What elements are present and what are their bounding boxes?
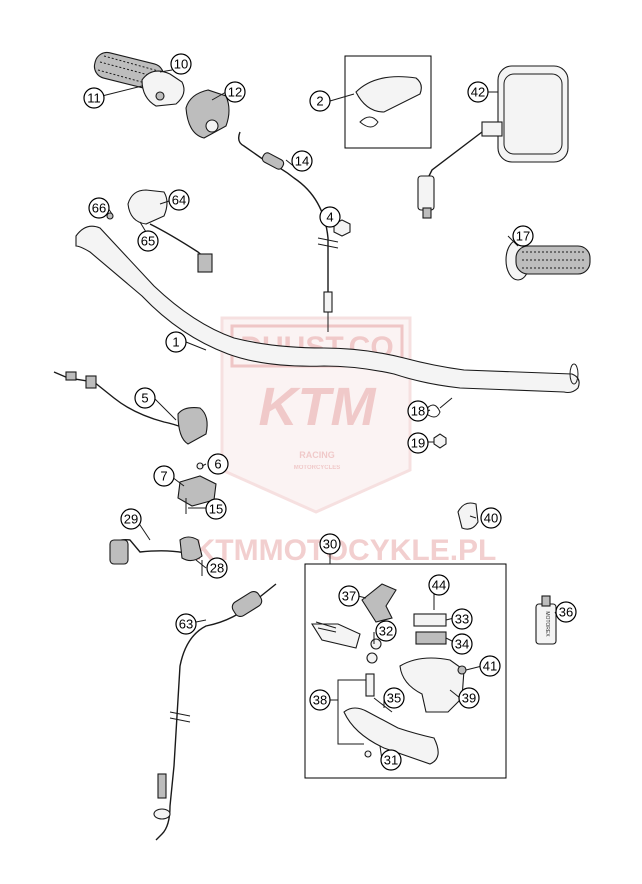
nut-drawing [333, 219, 351, 237]
callout-label-17: 17 [516, 229, 530, 244]
callout-19: 19 [407, 432, 429, 454]
kill-switch-drawing [53, 371, 208, 445]
callout-label-7: 7 [160, 469, 167, 484]
callout-label-5: 5 [141, 391, 148, 406]
callout-4: 4 [319, 206, 341, 228]
callout-18: 18 [407, 400, 429, 422]
callout-6: 6 [207, 453, 229, 475]
callout-37: 37 [338, 585, 360, 607]
mirror-drawing [417, 65, 569, 219]
callout-label-19: 19 [411, 436, 425, 451]
callout-1: 1 [165, 331, 187, 353]
callout-17: 17 [512, 225, 534, 247]
callout-label-65: 65 [141, 234, 155, 249]
bottle-label: MOTOREX [544, 611, 550, 637]
callout-label-37: 37 [342, 589, 356, 604]
bracket-drawing [457, 502, 479, 530]
callout-label-41: 41 [483, 659, 497, 674]
callout-label-11: 11 [87, 91, 101, 106]
callout-10: 10 [170, 53, 192, 75]
callout-label-14: 14 [295, 154, 309, 169]
callout-label-40: 40 [484, 511, 498, 526]
left-grip-drawing [505, 239, 591, 281]
callout-12: 12 [224, 81, 246, 103]
callout-label-35: 35 [387, 691, 401, 706]
callout-32: 32 [375, 620, 397, 642]
callout-label-12: 12 [228, 85, 242, 100]
callout-label-36: 36 [559, 605, 573, 620]
callout-31: 31 [380, 749, 402, 771]
callout-label-18: 18 [411, 404, 425, 419]
callout-40: 40 [480, 507, 502, 529]
callout-35: 35 [383, 687, 405, 709]
watermark-small-text: RACING [299, 450, 335, 460]
callout-label-66: 66 [92, 201, 106, 216]
brake-switch-drawing [109, 536, 203, 576]
callout-label-4: 4 [326, 210, 333, 225]
callout-15: 15 [205, 498, 227, 520]
clutch-assembly-drawing [304, 563, 507, 779]
callout-label-2: 2 [316, 94, 323, 109]
throttle-cable-drawing [237, 131, 339, 332]
callout-65: 65 [137, 230, 159, 252]
callout-label-1: 1 [172, 335, 179, 350]
throttle-housing-drawing [185, 89, 230, 139]
handlebar-drawing [75, 225, 580, 394]
callout-label-33: 33 [455, 612, 469, 627]
callout-label-28: 28 [210, 561, 224, 576]
watermark-shop-text: KTMMOTOCYKLE.PL [194, 534, 497, 567]
callout-42: 42 [467, 81, 489, 103]
callout-label-34: 34 [455, 637, 469, 652]
bottle-drawing: MOTOREX [535, 595, 557, 645]
callout-11: 11 [83, 87, 105, 109]
callout-label-29: 29 [124, 512, 138, 527]
callout-label-64: 64 [172, 193, 186, 208]
callout-44: 44 [428, 574, 450, 596]
callout-label-31: 31 [384, 753, 398, 768]
callout-34: 34 [451, 633, 473, 655]
callout-66: 66 [88, 197, 110, 219]
callout-64: 64 [168, 189, 190, 211]
callout-label-10: 10 [174, 57, 188, 72]
callout-29: 29 [120, 508, 142, 530]
callout-7: 7 [153, 465, 175, 487]
callout-label-44: 44 [432, 578, 446, 593]
watermark-logo-text: KTM [259, 377, 377, 437]
callout-28: 28 [206, 557, 228, 579]
callout-label-39: 39 [462, 691, 476, 706]
callout-label-15: 15 [209, 502, 223, 517]
callout-14: 14 [291, 150, 313, 172]
callout-label-32: 32 [379, 624, 393, 639]
callout-30: 30 [319, 533, 341, 555]
callout-36: 36 [555, 601, 577, 623]
callout-63: 63 [175, 613, 197, 635]
switch-drawing [106, 189, 213, 273]
callout-5: 5 [134, 387, 156, 409]
cable-band-drawing [423, 397, 453, 449]
callout-2: 2 [309, 90, 331, 112]
clutch-cable-drawing [153, 583, 277, 841]
watermark-small-text-2: MOTORCYCLES [294, 465, 341, 471]
callout-label-38: 38 [313, 693, 327, 708]
callout-39: 39 [458, 687, 480, 709]
callout-38: 38 [309, 689, 331, 711]
leader-lines [101, 69, 557, 761]
cover-drawing [344, 55, 432, 149]
callout-label-30: 30 [323, 537, 337, 552]
callout-label-63: 63 [179, 617, 193, 632]
callout-label-42: 42 [471, 85, 485, 100]
callout-label-6: 6 [214, 457, 221, 472]
callout-33: 33 [451, 608, 473, 630]
callout-41: 41 [479, 655, 501, 677]
throttle-grip-drawing [93, 51, 185, 107]
